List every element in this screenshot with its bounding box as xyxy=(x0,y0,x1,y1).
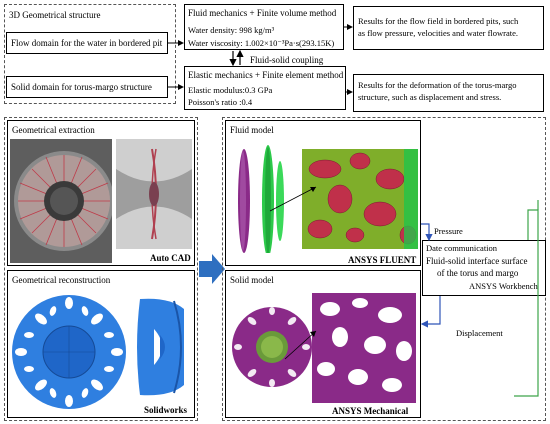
solid-domain-box: Solid domain for torus-margo structure xyxy=(6,76,168,98)
pressure-label: Pressure xyxy=(434,226,463,236)
water-density: Water density: 998 kg/m³ xyxy=(188,25,275,35)
deform-results-line1: Results for the deformation of the torus… xyxy=(358,80,517,90)
communication-line2: of the torus and margo xyxy=(437,268,519,278)
fluent-label: ANSYS FLUENT xyxy=(348,255,417,265)
deform-results-line2: structure, such as displacement and stre… xyxy=(358,92,502,102)
reconstructed-section-image xyxy=(130,289,192,405)
fluid-method-box: Fluid mechanics + Finite volume method W… xyxy=(184,4,344,50)
communication-app: ANSYS Workbench xyxy=(469,281,538,291)
displacement-label: Displacement xyxy=(456,328,503,338)
flow-domain-box: Flow domain for the water in bordered pi… xyxy=(6,32,168,54)
feedback-arrows xyxy=(420,200,539,397)
water-viscosity: Water viscosity: 1.002×10⁻³Pa·s(293.15K) xyxy=(188,38,335,48)
elastic-modulus: Elastic modulus:0.3 GPa xyxy=(188,85,273,95)
communication-title: Date communication xyxy=(426,243,498,253)
autocad-label: Auto CAD xyxy=(150,253,191,263)
flow-results-line1: Results for the flow field in bordered p… xyxy=(358,16,519,26)
top-arrows xyxy=(168,24,353,95)
fluid-method-title: Fluid mechanics + Finite volume method xyxy=(188,8,337,18)
fluid-mesh-image xyxy=(230,139,418,253)
flow-results-box: Results for the flow field in bordered p… xyxy=(353,6,544,50)
communication-line1: Fluid-solid interface surface xyxy=(426,256,528,266)
elastic-method-title: Elastic mechanics + Finite element metho… xyxy=(188,70,344,80)
solid-domain-text: Solid domain for torus-margo structure xyxy=(11,82,152,92)
flow-results-line2: as flow pressure, velocities and water f… xyxy=(358,28,519,38)
pit-section-image xyxy=(116,139,192,249)
deform-results-box: Results for the deformation of the torus… xyxy=(353,74,544,112)
extraction-label: Geometrical extraction xyxy=(12,125,95,135)
left-dashed-frame xyxy=(4,117,198,421)
mechanical-label: ANSYS Mechanical xyxy=(332,406,409,416)
structure-label: 3D Geometrical structure xyxy=(9,10,101,20)
elastic-method-box: Elastic mechanics + Finite element metho… xyxy=(184,66,346,110)
extraction-panel: Geometrical extraction Auto CAD xyxy=(7,120,195,266)
flow-domain-text: Flow domain for the water in bordered pi… xyxy=(11,38,163,48)
solidworks-label: Solidworks xyxy=(144,405,188,415)
reconstruction-label: Geometrical reconstruction xyxy=(12,275,111,285)
solid-model-label: Solid model xyxy=(230,275,274,285)
pit-micrograph-image xyxy=(10,139,112,263)
flow-arrow-icon xyxy=(199,254,225,284)
fluid-model-label: Fluid model xyxy=(230,125,274,135)
reconstruction-panel: Geometrical reconstruction xyxy=(7,270,195,418)
poisson-ratio: Poisson's ratio :0.4 xyxy=(188,97,253,107)
solid-model-panel: Solid model xyxy=(225,270,421,418)
coupling-label: Fluid-solid coupling xyxy=(250,55,324,65)
solid-mesh-image xyxy=(230,289,418,403)
fluid-model-panel: Fluid model ANSYS F xyxy=(225,120,421,266)
communication-box: Date communication Fluid-solid interface… xyxy=(422,240,546,296)
structure-dashed-frame xyxy=(4,4,176,104)
reconstructed-disk-image xyxy=(11,289,127,415)
